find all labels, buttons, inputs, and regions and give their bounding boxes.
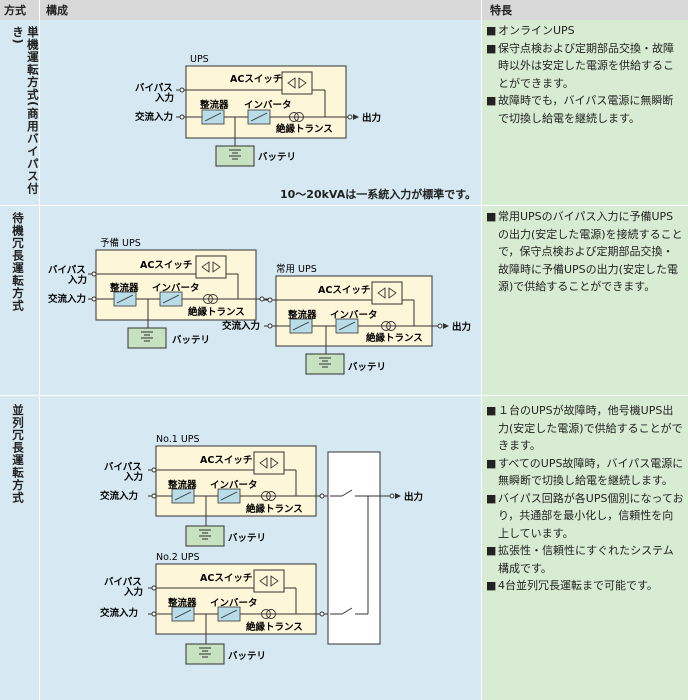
feature-item: ■オンラインUPS xyxy=(486,24,575,37)
ac-input-label: 交流入力 xyxy=(135,111,173,123)
ac-switch-label: ACスイッチ xyxy=(200,573,252,584)
single-ups-diagram: UPS ACスイッチ バイパス 入力 交流入力 整流器 インバータ 絶縁トランス… xyxy=(135,54,381,167)
ups2-label: No.2 UPS xyxy=(156,552,200,563)
battery-label: バッテリ xyxy=(172,334,210,346)
rectifier-symbol xyxy=(171,606,195,622)
feature-item: ■拡張性・信頼性にすぐれたシステム構成です。 xyxy=(486,544,674,575)
ac-input-label: 交流入力 xyxy=(48,293,86,305)
inverter-symbol xyxy=(247,109,271,125)
ac-switch-label: ACスイッチ xyxy=(200,455,252,466)
row1-method-label: 単機運転方式(商用バイパス付き) xyxy=(10,26,40,195)
main-ups-box xyxy=(275,275,433,347)
battery-label: バッテリ xyxy=(348,361,386,373)
ups-box xyxy=(185,65,347,139)
bypass-input-label: バイパス xyxy=(135,82,173,94)
bypass-input-label: バイパス xyxy=(104,576,142,588)
feature-item: ■常用UPSのバイパス入力に予備UPSの出力(安定した電源)を接続することで，保… xyxy=(486,210,683,293)
output-label: 出力 xyxy=(452,321,471,333)
header-features: 特長 xyxy=(482,0,688,20)
feature-item: ■故障時でも，バイパス電源に無瞬断で切換し給電を継続します。 xyxy=(486,94,674,125)
transformer-label: 絶縁トランス xyxy=(366,332,423,344)
row2-features-cell: ■常用UPSのバイパス入力に予備UPSの出力(安定した電源)を接続することで，保… xyxy=(482,206,688,396)
row2-method-label: 待機冗長運転方式 xyxy=(10,212,25,312)
ac-switch-label: ACスイッチ xyxy=(318,285,370,296)
bypass-input-label-2: 入力 xyxy=(154,92,174,104)
ac-input-label: 交流入力 xyxy=(100,490,138,502)
row2-method-cell: 待機冗長運転方式 xyxy=(0,206,40,396)
standby-ups-label: 予備 UPS xyxy=(100,237,141,249)
feature-item: ■バイパス回路が各UPS個別になっており，共通部を最小化し，信頼性を向上していま… xyxy=(486,491,684,540)
ac-switch-label: ACスイッチ xyxy=(230,74,282,85)
battery-label: バッテリ xyxy=(258,151,296,163)
ups-label: UPS xyxy=(190,54,209,65)
rectifier-symbol xyxy=(171,488,195,504)
main-ups-label: 常用 UPS xyxy=(276,263,317,275)
inverter-label: インバータ xyxy=(330,309,378,321)
rectifier-symbol xyxy=(113,291,137,307)
feature-item: ■１台のUPSが故障時，他号機UPS出力(安定した電源)で供給することができます… xyxy=(486,404,683,452)
feature-item: ■保守点検および定期部品交換・故障時以外は安定した電源を供給することができます。 xyxy=(486,41,674,90)
inverter-label: インバータ xyxy=(244,99,292,111)
bypass-input-label: バイパス xyxy=(48,264,86,276)
battery-label: バッテリ xyxy=(228,650,266,662)
bypass-input-label-2: 入力 xyxy=(67,274,87,286)
header-method: 方式 xyxy=(0,0,40,20)
output-label: 出力 xyxy=(362,112,381,124)
row1-method-cell: 単機運転方式(商用バイパス付き) xyxy=(0,20,40,206)
bypass-input-label-2: 入力 xyxy=(123,471,143,483)
transformer-label: 絶縁トランス xyxy=(246,503,303,515)
bypass-input-label: バイパス xyxy=(104,461,142,473)
output-label: 出力 xyxy=(404,491,423,503)
ups2-box xyxy=(155,563,317,635)
inverter-label: インバータ xyxy=(152,282,200,294)
ups1-box xyxy=(155,445,317,517)
row3-method-cell: 並列冗長運転方式 xyxy=(0,396,40,700)
parallel-redundant-diagram: No.1 UPS ACスイッチ バイパス 入力 交流入力 整流器 インバータ 絶… xyxy=(100,434,423,665)
standby-redundant-diagram: 予備 UPS ACスイッチ バイパス 入力 交流入力 整流器 インバータ 絶縁ト… xyxy=(48,237,471,375)
battery-label: バッテリ xyxy=(228,532,266,544)
ac-input-label: 交流入力 xyxy=(222,320,260,332)
inverter-label: インバータ xyxy=(210,597,258,609)
inverter-symbol xyxy=(217,488,241,504)
output-panel xyxy=(327,451,381,645)
row3-method-label: 並列冗長運転方式 xyxy=(10,404,25,504)
feature-item: ■4台並列冗長運転まで可能です。 xyxy=(486,579,658,592)
inverter-label: インバータ xyxy=(210,479,258,491)
bypass-input-label-2: 入力 xyxy=(123,586,143,598)
ac-switch-label: ACスイッチ xyxy=(140,260,192,271)
row3-features-cell: ■１台のUPSが故障時，他号機UPS出力(安定した電源)で供給することができます… xyxy=(482,396,688,700)
ac-input-label: 交流入力 xyxy=(100,607,138,619)
rectifier-label: 整流器 xyxy=(199,99,229,111)
inverter-symbol xyxy=(159,291,183,307)
rectifier-label: 整流器 xyxy=(167,479,197,491)
row1-note: 10〜20kVAは一系統入力が標準です。 xyxy=(280,188,477,201)
ups1-label: No.1 UPS xyxy=(156,434,200,445)
inverter-symbol xyxy=(217,606,241,622)
row1-features-cell: ■オンラインUPS ■保守点検および定期部品交換・故障時以外は安定した電源を供給… xyxy=(482,20,688,206)
rectifier-label: 整流器 xyxy=(167,597,197,609)
standby-ups-box xyxy=(95,249,257,321)
transformer-label: 絶縁トランス xyxy=(276,123,333,135)
transformer-label: 絶縁トランス xyxy=(188,306,245,318)
header-configuration: 構成 xyxy=(40,0,482,20)
rectifier-label: 整流器 xyxy=(109,282,139,294)
rectifier-symbol xyxy=(201,109,225,125)
rectifier-symbol xyxy=(289,318,313,334)
transformer-label: 絶縁トランス xyxy=(246,621,303,633)
rectifier-label: 整流器 xyxy=(287,309,317,321)
inverter-symbol xyxy=(335,318,359,334)
feature-item: ■すべてのUPS故障時，バイパス電源に無瞬断で切換し給電を継続します。 xyxy=(486,456,684,488)
